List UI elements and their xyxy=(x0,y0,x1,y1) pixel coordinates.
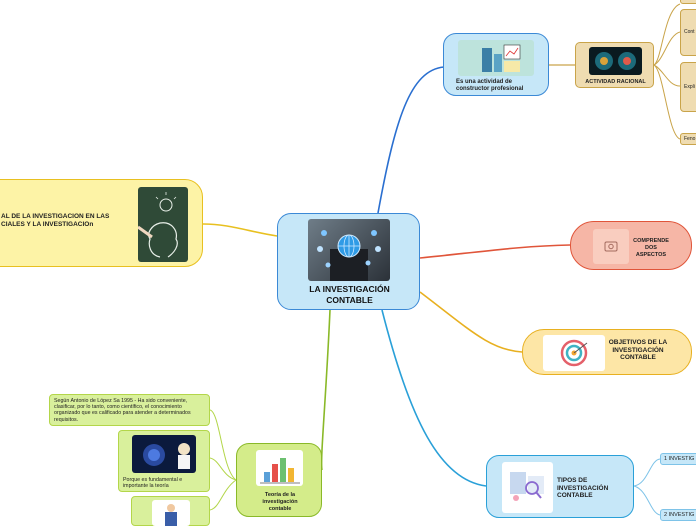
building-chart-icon xyxy=(482,44,521,72)
constructor-image xyxy=(458,40,534,76)
brain-network-icon xyxy=(595,52,636,70)
teoria-child-third[interactable] xyxy=(131,496,210,526)
objetivos-label: OBJETIVOS DE LA INVESTIGACIÓN CONTABLE xyxy=(608,339,668,361)
central-title: LA INVESTIGACIÓN CONTABLE xyxy=(309,284,390,305)
expli-label: Expli xyxy=(684,84,695,90)
tipos-node[interactable]: TIPOS DE INVESTIGACIÓN CONTABLE xyxy=(486,455,634,518)
comprende-image xyxy=(593,229,629,264)
teoria-child-porque[interactable]: Porque es fundamental e importante la te… xyxy=(118,430,210,492)
teoria-label: Teoría de la investigación contable xyxy=(262,492,298,512)
teoria-image xyxy=(256,450,303,486)
racional-child-expli[interactable]: Expli xyxy=(680,62,696,112)
racional-node[interactable]: ACTIVIDAD RACIONAL xyxy=(575,42,654,88)
porque-image xyxy=(132,435,196,473)
racional-label: ACTIVIDAD RACIONAL xyxy=(585,79,646,85)
antonio-text: Según Antonio de López Sa 1995 - Ha sido… xyxy=(54,398,191,423)
tipos-image xyxy=(502,462,553,513)
head-lightbulb-icon xyxy=(138,192,178,258)
tipos-label: TIPOS DE INVESTIGACIÓN CONTABLE xyxy=(557,477,609,499)
left-line-2: CIALES Y LA INVESTIGACIOn xyxy=(1,221,94,228)
third-image xyxy=(152,500,190,526)
objetivos-image xyxy=(543,335,605,371)
image-placeholder-icon xyxy=(604,241,618,252)
left-node[interactable]: AL DE LA INVESTIGACION EN LAS CIALES Y L… xyxy=(0,179,203,267)
left-line-1: AL DE LA INVESTIGACION EN LAS xyxy=(1,213,110,220)
cont-label: Cont xyxy=(684,29,695,35)
person-figure-icon xyxy=(165,504,177,526)
racional-child-cont[interactable]: Cont xyxy=(680,9,696,56)
chart-report-icon xyxy=(260,458,300,484)
porque-text: Porque es fundamental e importante la te… xyxy=(123,477,183,490)
tipos-child-1[interactable]: 1 INVESTIG xyxy=(660,453,696,465)
brain-sparkle-icon xyxy=(143,443,190,469)
teoria-child-antonio[interactable]: Según Antonio de López Sa 1995 - Ha sido… xyxy=(49,394,210,426)
tipos-child-2[interactable]: 2 INVESTIG xyxy=(660,509,696,521)
tipos-child-1-label: 1 INVESTIG xyxy=(664,456,695,462)
globe-icon xyxy=(317,230,381,281)
racional-child-feno[interactable]: Feno xyxy=(680,133,696,145)
feno-label: Feno xyxy=(684,136,696,142)
teoria-node[interactable]: Teoría de la investigación contable xyxy=(236,443,322,517)
objetivos-node[interactable]: OBJETIVOS DE LA INVESTIGACIÓN CONTABLE xyxy=(522,329,692,375)
racional-child-top[interactable] xyxy=(680,0,696,4)
central-node[interactable]: LA INVESTIGACIÓN CONTABLE xyxy=(277,213,420,310)
comprende-node[interactable]: COMPRENDE DOS ASPECTOS xyxy=(570,221,692,270)
central-globe-image xyxy=(308,219,390,281)
target-icon xyxy=(560,339,588,367)
left-image xyxy=(138,187,188,262)
constructor-label: Es una actividad de constructor profesio… xyxy=(456,79,524,92)
constructor-node[interactable]: Es una actividad de constructor profesio… xyxy=(443,33,549,96)
research-search-icon xyxy=(510,472,544,501)
racional-image xyxy=(589,47,642,75)
comprende-label: COMPRENDE DOS ASPECTOS xyxy=(633,238,669,258)
tipos-child-2-label: 2 INVESTIG xyxy=(664,512,695,518)
